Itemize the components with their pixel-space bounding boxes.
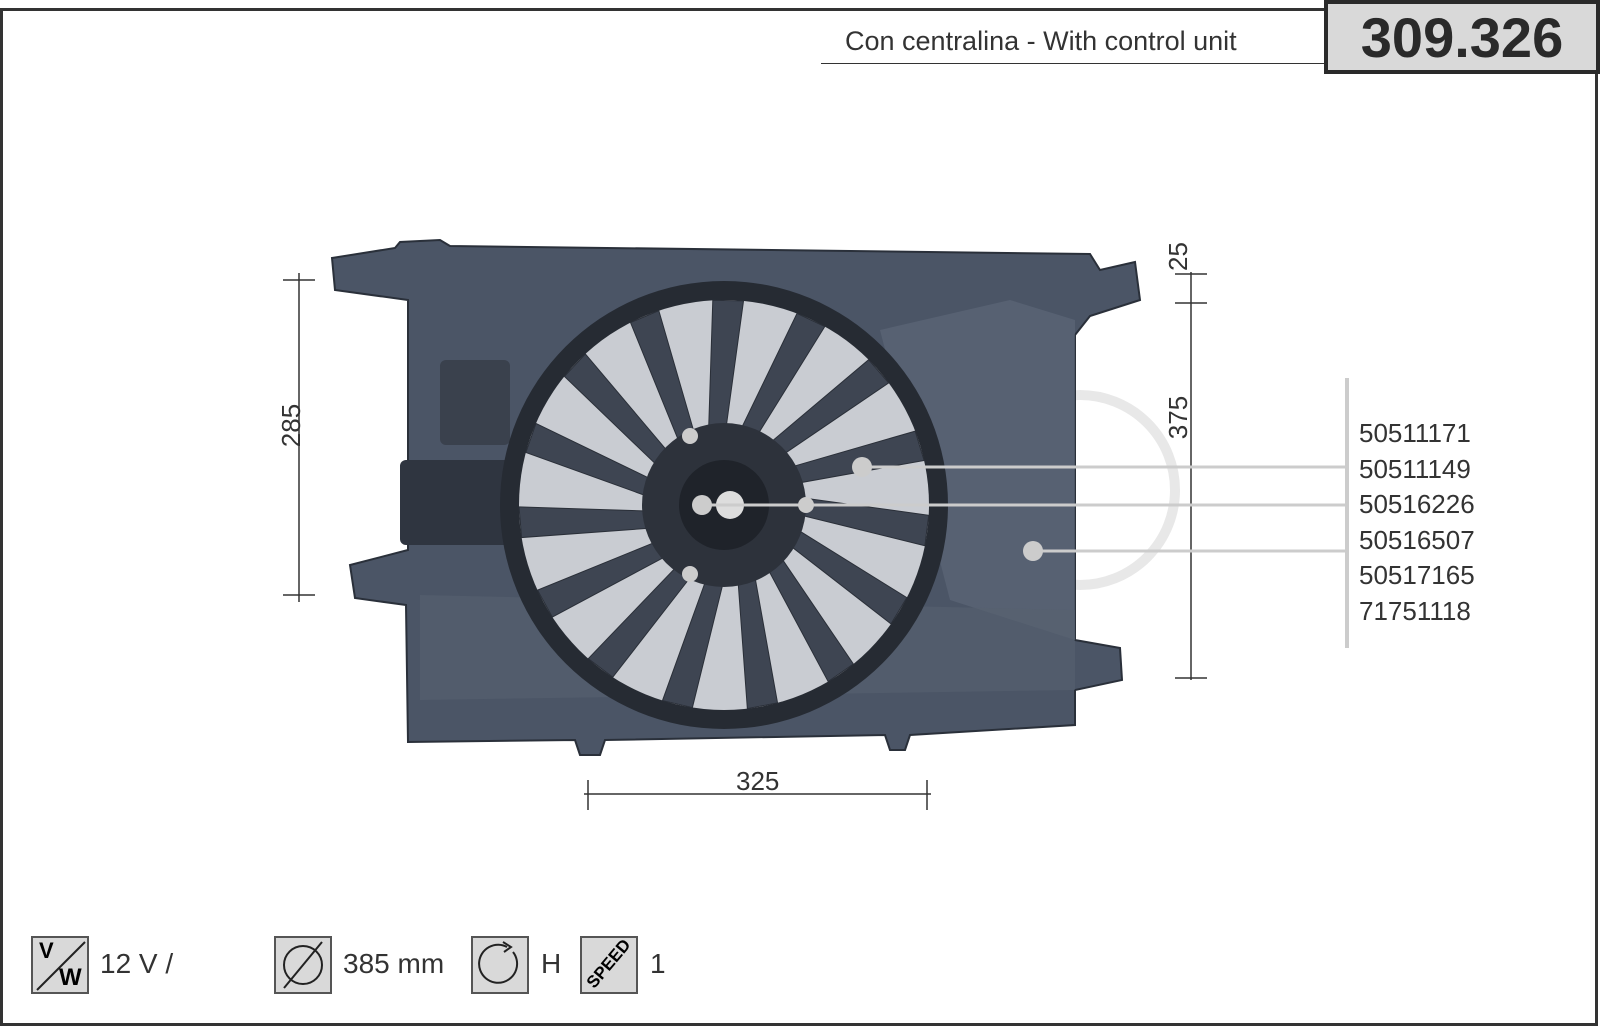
spec-voltage: 12 V / <box>100 948 174 979</box>
spec-diameter: 385 mm <box>343 948 445 979</box>
subtitle-underline <box>821 63 1324 64</box>
part-number: 50511171 <box>1359 418 1471 448</box>
part-number: 50517165 <box>1359 560 1475 591</box>
dim-width-bottom: 325 <box>736 766 780 796</box>
product-code: 309.326 <box>1324 0 1600 74</box>
dim-height-left: 285 <box>276 403 307 448</box>
dim-offset-top: 25 <box>1162 242 1193 271</box>
part-number: 50516226 <box>1359 489 1475 520</box>
part-number: 50516507 <box>1359 524 1475 555</box>
page-frame <box>0 8 1598 1026</box>
dim-height-right: 375 <box>1163 395 1194 440</box>
part-number-list: 50511171 50511149 50516226 50516507 5051… <box>1359 416 1475 630</box>
dimension-lines <box>283 272 1207 810</box>
part-number: 71751118 <box>1359 595 1471 626</box>
part-number: 50511149 <box>1359 453 1471 484</box>
rotation-clockwise-icon <box>471 936 529 994</box>
product-subtitle: Con centralina - With control unit <box>845 26 1237 56</box>
part-leaders <box>692 378 1349 648</box>
speed-icon: SPEED <box>580 936 638 994</box>
spec-rotation: H <box>541 948 562 979</box>
diameter-icon <box>274 936 332 994</box>
spec-speed: 1 <box>650 948 666 979</box>
voltage-watt-icon: V W <box>31 936 89 994</box>
